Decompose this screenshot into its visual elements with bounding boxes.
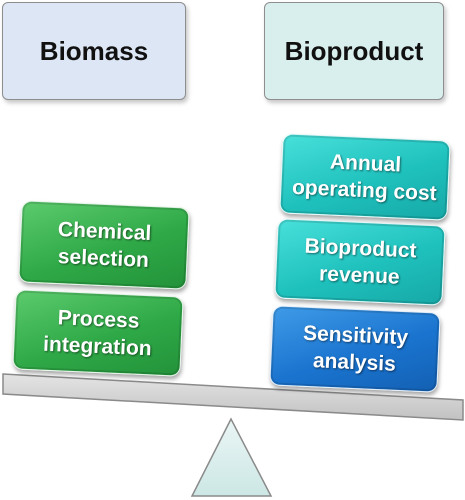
- chemical-selection-weight: Chemical selection: [18, 200, 190, 290]
- annual-operating-cost-label: Annual operating cost: [291, 150, 438, 206]
- bioproduct-revenue-weight: Bioproduct revenue: [274, 218, 446, 306]
- bioproduct-label: Bioproduct: [284, 35, 424, 66]
- bioproduct-revenue-label: Bioproduct revenue: [304, 234, 418, 289]
- process-integration-weight: Process integration: [12, 289, 184, 377]
- sensitivity-analysis-label: Sensitivity analysis: [302, 321, 409, 376]
- biomass-label: Biomass: [39, 35, 149, 66]
- chemical-selection-label: Chemical selection: [57, 217, 152, 272]
- process-integration-label: Process integration: [42, 305, 153, 361]
- bioproduct-header-box: Bioproduct: [264, 2, 444, 100]
- fulcrum-triangle: [190, 417, 273, 497]
- seesaw-beam: [2, 373, 464, 421]
- biomass-header-box: Biomass: [2, 2, 186, 100]
- annual-operating-cost-weight: Annual operating cost: [279, 133, 451, 221]
- sensitivity-analysis-weight: Sensitivity analysis: [269, 305, 441, 393]
